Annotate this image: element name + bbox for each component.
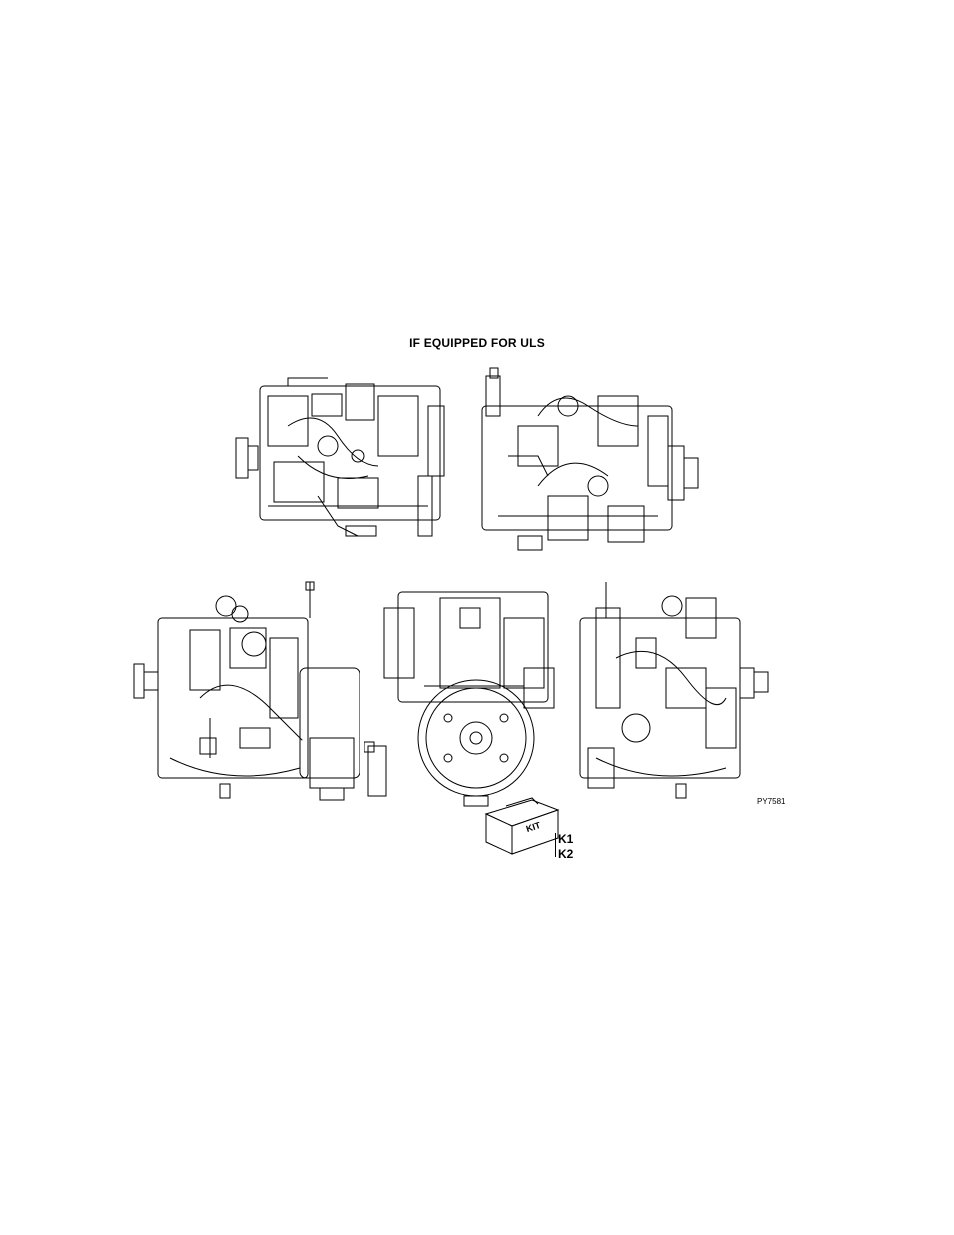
callout-k1: K1 <box>558 832 573 846</box>
engine-view-side-left <box>130 578 360 806</box>
engine-view-front <box>364 578 584 808</box>
engine-view-top-left <box>228 366 458 550</box>
engine-view-top-right <box>478 366 708 560</box>
page-title: IF EQUIPPED FOR ULS <box>0 336 954 350</box>
kit-box <box>482 790 562 858</box>
figure-id: PY7581 <box>757 797 785 806</box>
callout-k2: K2 <box>558 847 573 861</box>
engine-view-side-right <box>576 578 776 806</box>
callout-leader <box>555 833 556 857</box>
